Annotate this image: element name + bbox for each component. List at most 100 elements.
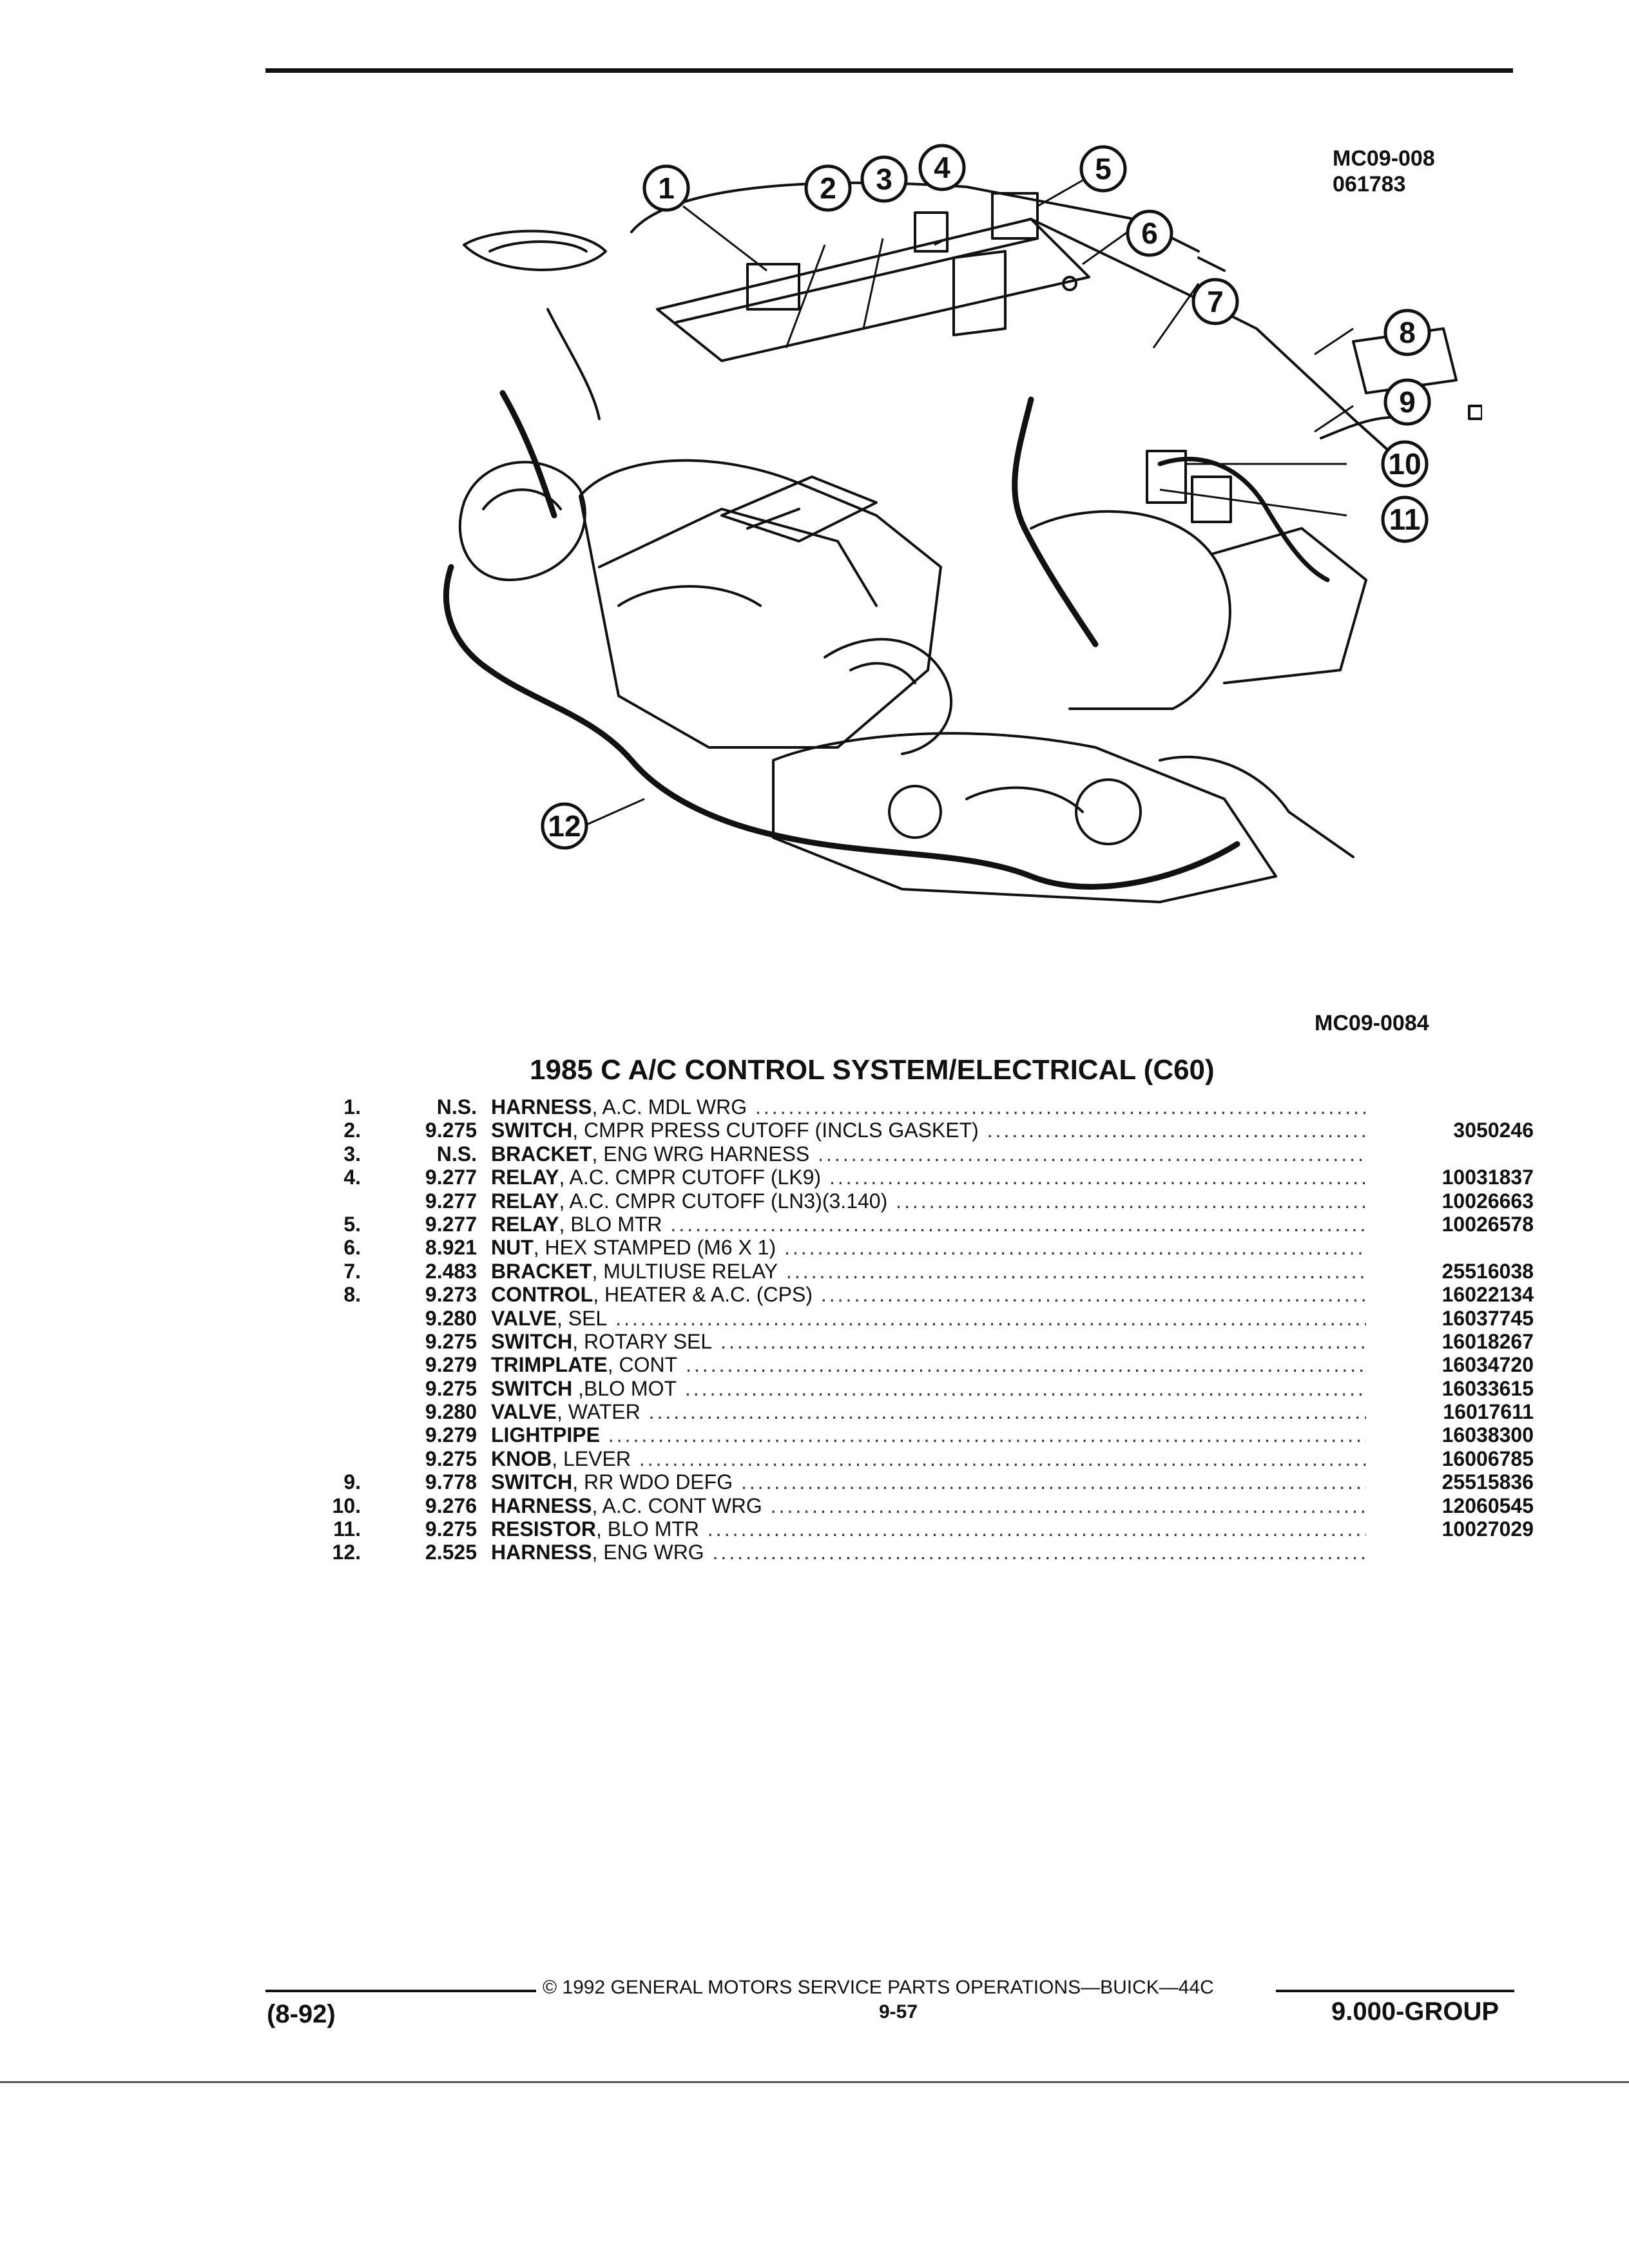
leader-dots: ........................................… <box>755 1095 1366 1119</box>
part-group-number: 9.276 <box>425 1494 477 1517</box>
part-callout-number: 4. <box>343 1166 361 1189</box>
callout-5: 5 <box>1095 152 1112 186</box>
callout-3: 3 <box>876 162 892 196</box>
part-name: HARNESS <box>491 1494 592 1517</box>
leader-dots: ........................................… <box>670 1212 1366 1236</box>
leader-dots: ........................................… <box>712 1541 1366 1564</box>
leader-dots: ........................................… <box>720 1329 1366 1353</box>
part-name: RESISTOR <box>491 1517 596 1541</box>
top-rule <box>265 68 1513 73</box>
callout-2: 2 <box>820 171 836 205</box>
footer-rule-right <box>1276 1990 1514 1992</box>
callout-3-circle <box>860 155 908 203</box>
callout-7: 7 <box>1207 285 1224 318</box>
callout-1-circle <box>642 164 690 212</box>
part-group-number: 9.275 <box>425 1376 477 1400</box>
part-detail: , MULTIUSE RELAY <box>592 1259 778 1283</box>
parts-row: 10. 9.276 HARNESS, A.C. CONT WRG .........… <box>322 1494 1534 1517</box>
callout-11: 11 <box>1389 503 1421 536</box>
part-name: SWITCH <box>491 1119 573 1142</box>
part-name: KNOB <box>491 1446 552 1470</box>
diagram-ref: MC09-0084 <box>1315 1011 1429 1035</box>
part-detail: , A.C. CMPR CUTOFF (LN3)(3.140) <box>559 1189 888 1213</box>
part-number: 3050246 <box>1453 1119 1534 1142</box>
callout-9: 9 <box>1399 385 1416 419</box>
part-detail: , BLO MTR <box>596 1517 700 1541</box>
part-description: VALVE, SEL .............................… <box>491 1307 1366 1330</box>
part-group-number: 9.277 <box>425 1212 477 1236</box>
part-callout-number: 8. <box>343 1283 361 1307</box>
part-name: VALVE <box>491 1400 557 1424</box>
callout-5-circle <box>1079 145 1127 193</box>
leader-dots: ........................................… <box>684 1376 1366 1400</box>
callout-6-circle <box>1126 209 1173 257</box>
leader-dots: ........................................… <box>987 1119 1366 1142</box>
part-name: CONTROL <box>491 1283 593 1307</box>
part-description: RELAY, A.C. CMPR CUTOFF (LK9) ..........… <box>491 1166 1366 1189</box>
part-group-number: 9.277 <box>425 1189 477 1213</box>
part-detail: , ENG WRG HARNESS <box>592 1142 810 1166</box>
part-number: 16033615 <box>1441 1376 1534 1400</box>
part-callout-number: 10. <box>332 1494 361 1517</box>
parts-row: 7. 2.483 BRACKET, MULTIUSE RELAY .........… <box>322 1260 1534 1283</box>
part-description: HARNESS, A.C. MDL WRG ..................… <box>491 1095 1366 1119</box>
part-description: KNOB, LEVER ............................… <box>491 1447 1366 1470</box>
leader-dots: ........................................… <box>740 1470 1366 1494</box>
part-group-number: 2.483 <box>425 1259 477 1283</box>
part-description: SWITCH, RR WDO DEFG ....................… <box>491 1470 1366 1494</box>
figure-code: MC09-008 <box>1333 146 1435 171</box>
callout-12: 12 <box>548 809 581 843</box>
part-name: BRACKET <box>491 1259 592 1283</box>
part-group-number: 9.277 <box>425 1166 477 1189</box>
part-group-number: 9.273 <box>425 1283 477 1307</box>
part-number: 16017611 <box>1443 1400 1534 1424</box>
footer-rule-left <box>265 1990 536 1992</box>
part-number: 10026578 <box>1441 1212 1534 1236</box>
part-group-number: 9.275 <box>425 1119 477 1142</box>
part-number: 16037745 <box>1441 1306 1534 1330</box>
part-number: 16038300 <box>1441 1423 1534 1447</box>
part-group-number: 2.525 <box>425 1541 477 1564</box>
callout-4-circle <box>918 144 966 191</box>
callout-8-circle <box>1383 309 1431 356</box>
part-name: RELAY <box>491 1166 559 1189</box>
part-callout-number: 1. <box>343 1095 361 1119</box>
part-group-number: N.S. <box>436 1142 477 1166</box>
part-detail: , ENG WRG <box>592 1541 704 1564</box>
leader-dots: ........................................… <box>639 1446 1366 1470</box>
part-number: 16022134 <box>1441 1283 1534 1307</box>
part-description: BRACKET, MULTIUSE RELAY ................… <box>491 1260 1366 1283</box>
part-callout-number: 9. <box>343 1470 361 1494</box>
part-group-number: 9.280 <box>425 1400 477 1424</box>
part-callout-number: 12. <box>332 1541 361 1564</box>
footer-page-number: 9-57 <box>879 2001 918 2023</box>
part-detail: , A.C. CONT WRG <box>592 1494 762 1517</box>
part-detail: , LEVER <box>552 1446 631 1470</box>
part-group-number: 9.275 <box>425 1517 477 1541</box>
part-group-number: 8.921 <box>425 1236 477 1260</box>
part-detail: , CMPR PRESS CUTOFF (INCLS GASKET) <box>572 1119 979 1142</box>
part-description: CONTROL, HEATER & A.C. (CPS) ...........… <box>491 1283 1366 1306</box>
part-description: HARNESS, A.C. CONT WRG .................… <box>491 1494 1366 1517</box>
part-callout-number: 7. <box>343 1259 361 1283</box>
footer-date-code: (8-92) <box>267 2000 336 2028</box>
part-description: LIGHTPIPE ..............................… <box>491 1423 1366 1446</box>
part-name: NUT <box>491 1236 534 1260</box>
callout-10: 10 <box>1388 447 1421 481</box>
callout-2-circle <box>804 164 852 212</box>
part-detail: , CONT <box>607 1353 678 1377</box>
part-number: 25515836 <box>1441 1470 1534 1494</box>
part-group-number: 9.275 <box>425 1446 477 1470</box>
part-detail: ,BLO MOT <box>572 1376 677 1400</box>
part-number: 16006785 <box>1441 1446 1534 1470</box>
part-number: 16018267 <box>1441 1329 1534 1353</box>
part-description: RELAY, A.C. CMPR CUTOFF (LN3)(3.140) ...… <box>491 1189 1366 1213</box>
section-title: 1985 C A/C CONTROL SYSTEM/ELECTRICAL (C6… <box>530 1054 1215 1086</box>
